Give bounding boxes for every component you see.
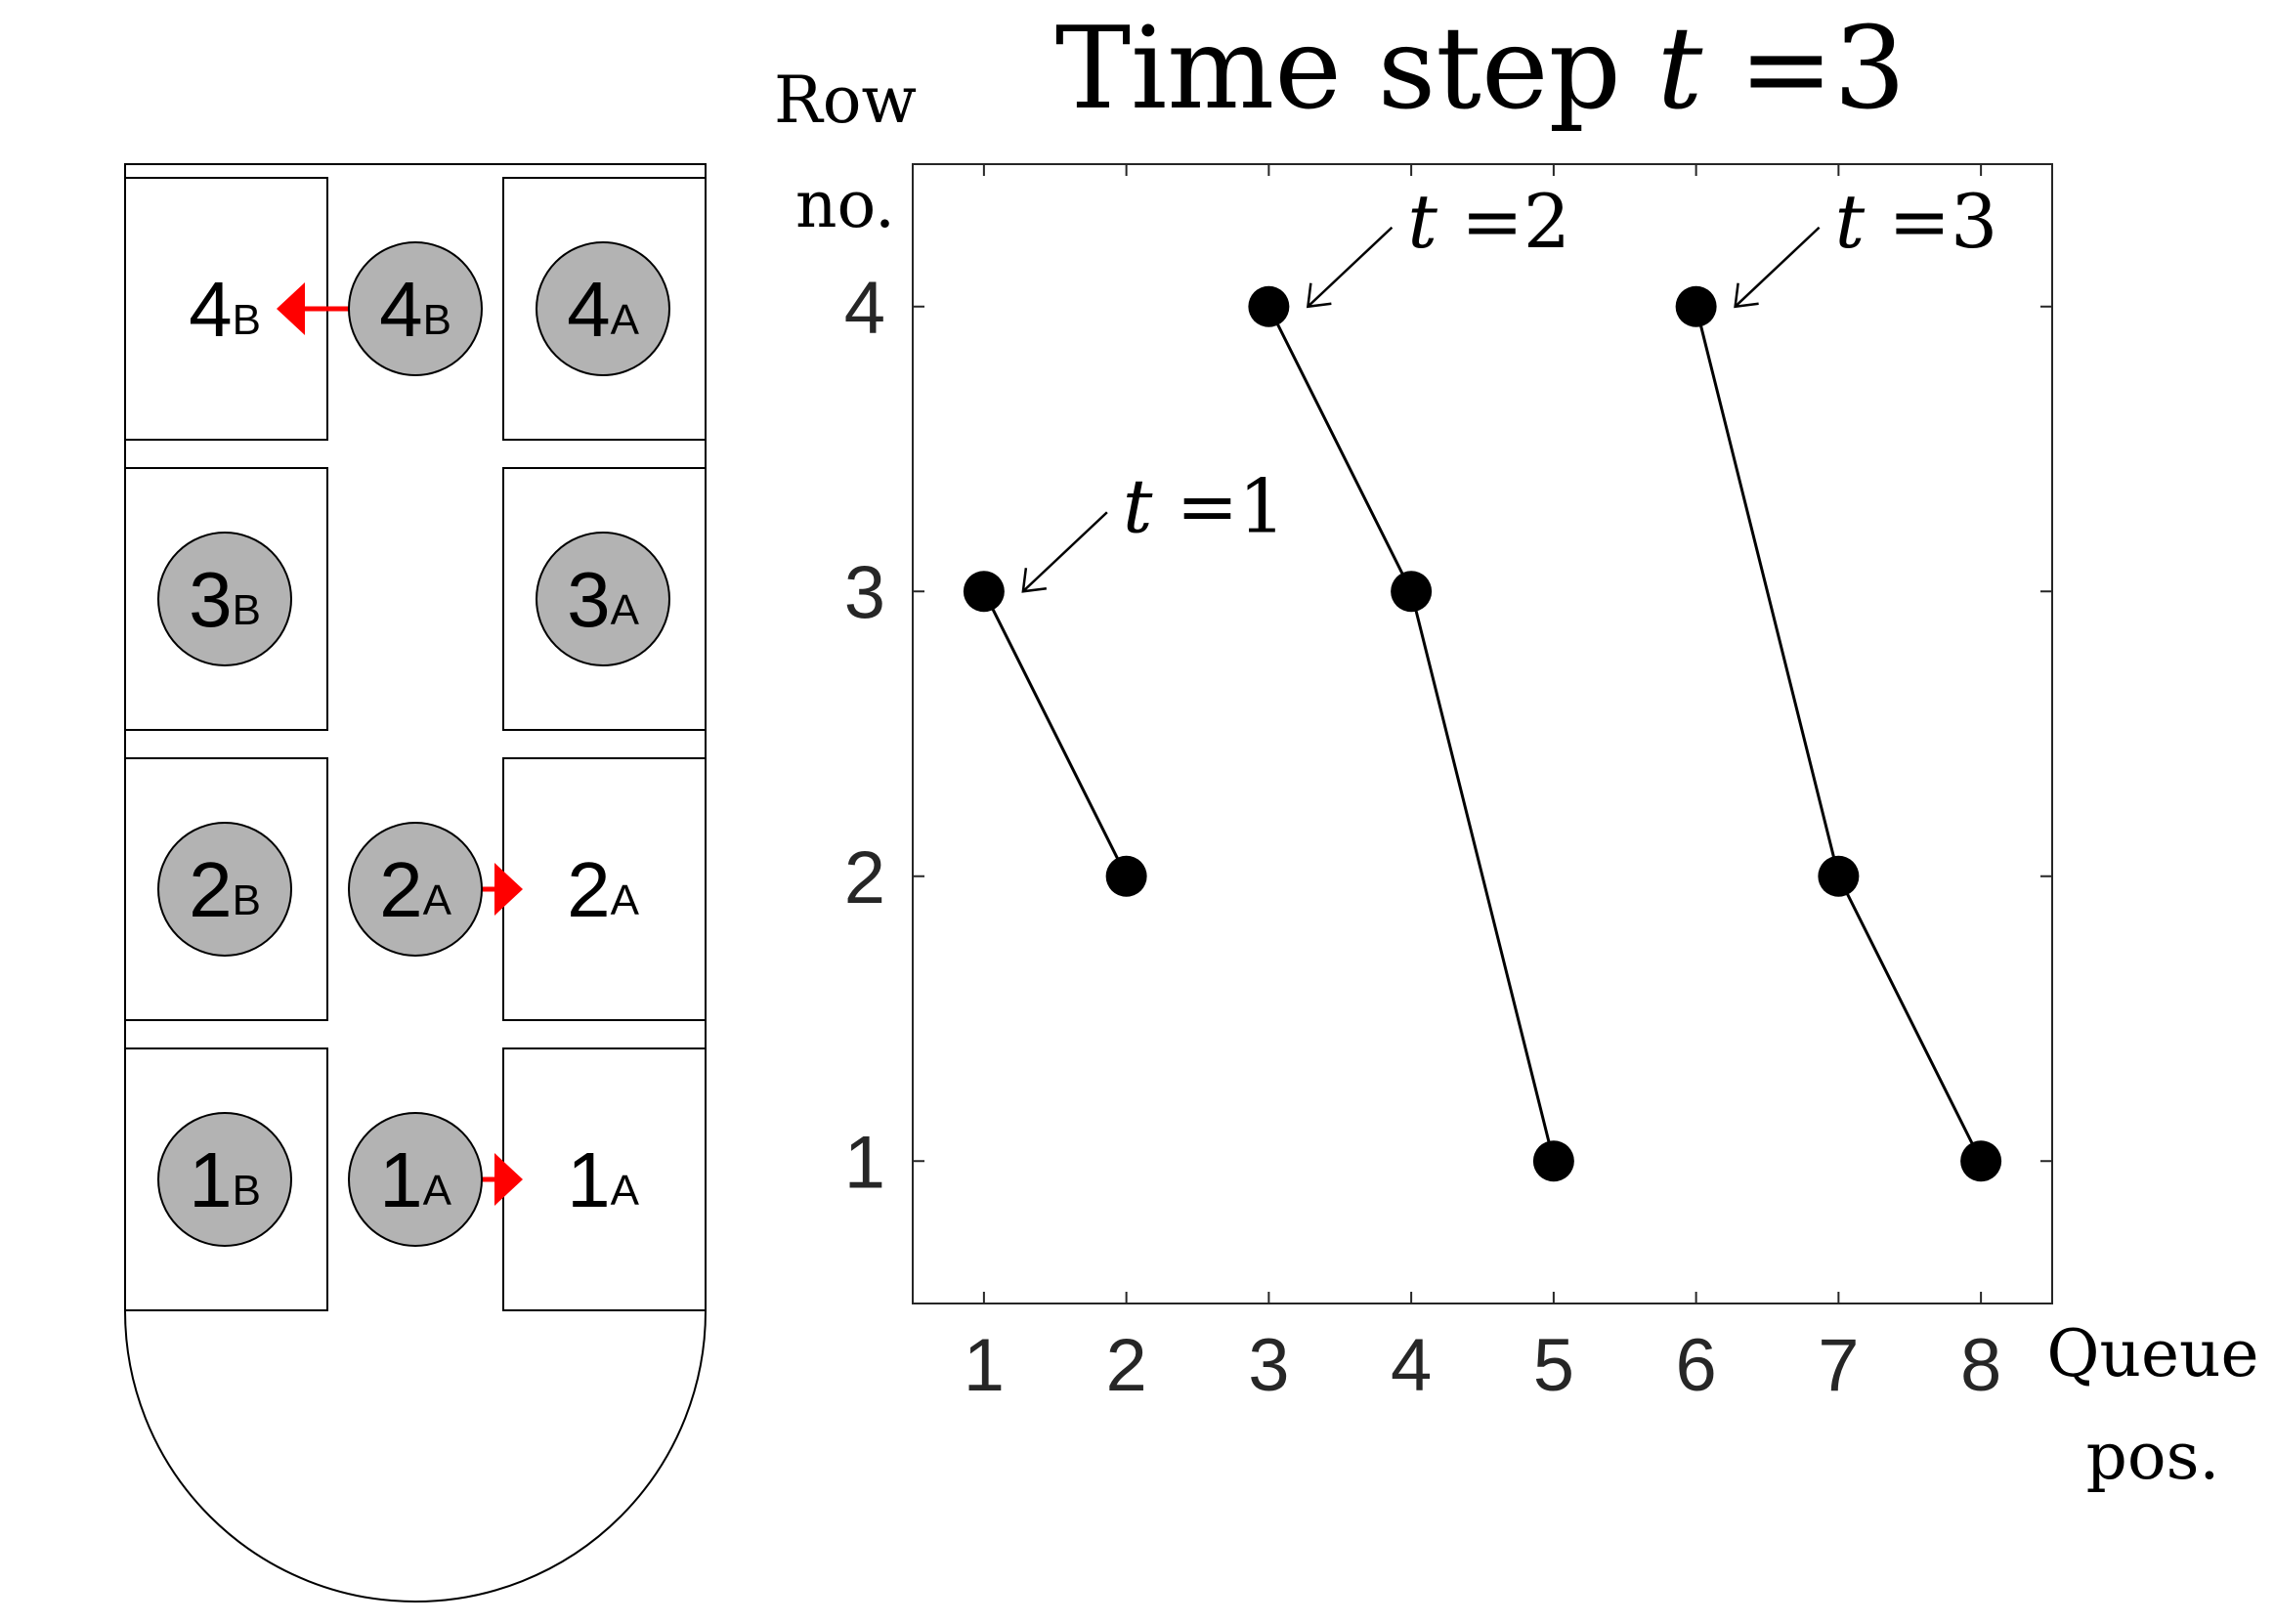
data-point xyxy=(1532,1140,1574,1182)
data-point xyxy=(963,571,1005,613)
data-point xyxy=(1960,1140,2002,1182)
data-point xyxy=(1675,285,1717,327)
fuselage-outline xyxy=(124,163,707,1603)
data-point xyxy=(1105,855,1147,897)
data-point xyxy=(1248,285,1290,327)
x-tick-label: 6 xyxy=(1675,1324,1716,1407)
annotation-arrow xyxy=(1307,226,1394,308)
annotation-arrow xyxy=(1022,511,1108,593)
series-line xyxy=(1695,306,1983,1162)
series-line xyxy=(982,590,1128,877)
annotation-arrowhead xyxy=(1021,568,1048,593)
passenger-seated-b-circle xyxy=(157,1112,292,1247)
series-line xyxy=(1267,306,1556,1162)
seat-b-box xyxy=(124,467,328,731)
passenger-seated-a-label: 3A xyxy=(567,556,640,643)
seat-a-box xyxy=(502,177,707,441)
x-tick-label: 3 xyxy=(1248,1324,1289,1407)
x-tick-label: 4 xyxy=(1391,1324,1432,1407)
plot-area-frame xyxy=(912,163,2053,1304)
annotation-arrowhead xyxy=(1734,282,1759,309)
x-tick-label: 7 xyxy=(1818,1324,1859,1407)
y-tick-label: 1 xyxy=(844,1121,885,1204)
data-point xyxy=(1818,855,1860,897)
passenger-seated-a-label: 4A xyxy=(567,266,640,353)
passenger-seated-b-label: 2B xyxy=(189,846,261,933)
seat-row-3: 3B 3A xyxy=(124,467,707,731)
annotation-arrowhead xyxy=(1306,282,1332,309)
airplane-diagram: 4B 4A 4B 3B 3A 2B 2A 2A 1B 1A 1A xyxy=(124,163,707,1603)
series-lines xyxy=(982,306,1983,1162)
passenger-in-aisle-label: 1A xyxy=(379,1136,452,1223)
annotation-label: t =3 xyxy=(1835,178,1998,265)
seat-b-label: 4B xyxy=(189,266,261,353)
queue-chart: Time step t =3 Row no. Queue pos. 1 2 3 4 5 6… xyxy=(774,3,2259,1494)
x-tick-label: 1 xyxy=(964,1324,1005,1407)
move-right-arrow-icon xyxy=(494,1153,523,1206)
seat-b-box xyxy=(124,1047,328,1311)
x-tick-label: 5 xyxy=(1533,1324,1574,1407)
passenger-seated-b-label: 3B xyxy=(189,556,261,643)
seat-a-box xyxy=(502,467,707,731)
passenger-seated-a-circle xyxy=(536,241,670,376)
y-axis-label-line1: Row xyxy=(774,63,917,138)
passenger-in-aisle-label: 4B xyxy=(379,266,451,353)
passenger-seated-a-circle xyxy=(536,532,670,666)
move-left-arrow-icon xyxy=(277,282,305,335)
seat-row-4: 4B 4A 4B xyxy=(124,177,707,441)
y-tick-label: 4 xyxy=(844,267,885,350)
passenger-in-aisle-circle xyxy=(348,1112,483,1247)
seat-b-box xyxy=(124,757,328,1021)
seat-a-label: 1A xyxy=(567,1136,640,1223)
passenger-in-aisle-circle xyxy=(348,241,483,376)
y-tick-label: 2 xyxy=(844,836,885,919)
series-points xyxy=(963,285,2002,1182)
passenger-in-aisle-label: 2A xyxy=(379,846,452,933)
seat-a-label: 2A xyxy=(567,846,640,933)
annotations: t =1 t =2 t =3 xyxy=(1021,178,1998,593)
seat-row-2: 2B 2A 2A xyxy=(124,757,707,1021)
y-axis-label-line2: no. xyxy=(795,167,895,242)
passenger-seated-b-circle xyxy=(157,532,292,666)
x-axis-label-line2: pos. xyxy=(2086,1419,2220,1494)
axis-ticks: 1 2 3 4 5 6 7 8 1 2 3 4 xyxy=(844,164,2052,1407)
y-tick-label: 3 xyxy=(844,551,885,634)
annotation-label: t =1 xyxy=(1123,462,1286,549)
chart-title: Time step t =3 xyxy=(1055,3,1906,135)
passenger-in-aisle-circle xyxy=(348,822,483,957)
passenger-seated-b-label: 1B xyxy=(189,1136,261,1223)
x-tick-label: 8 xyxy=(1960,1324,2001,1407)
x-axis-label-line1: Queue xyxy=(2046,1316,2258,1391)
annotation-arrow xyxy=(1734,226,1821,308)
seat-row-1: 1B 1A 1A xyxy=(124,1047,707,1311)
data-point xyxy=(1391,571,1433,613)
move-right-arrow-icon xyxy=(494,863,523,916)
passenger-seated-b-circle xyxy=(157,822,292,957)
x-tick-label: 2 xyxy=(1105,1324,1146,1407)
annotation-label: t =2 xyxy=(1407,178,1570,265)
